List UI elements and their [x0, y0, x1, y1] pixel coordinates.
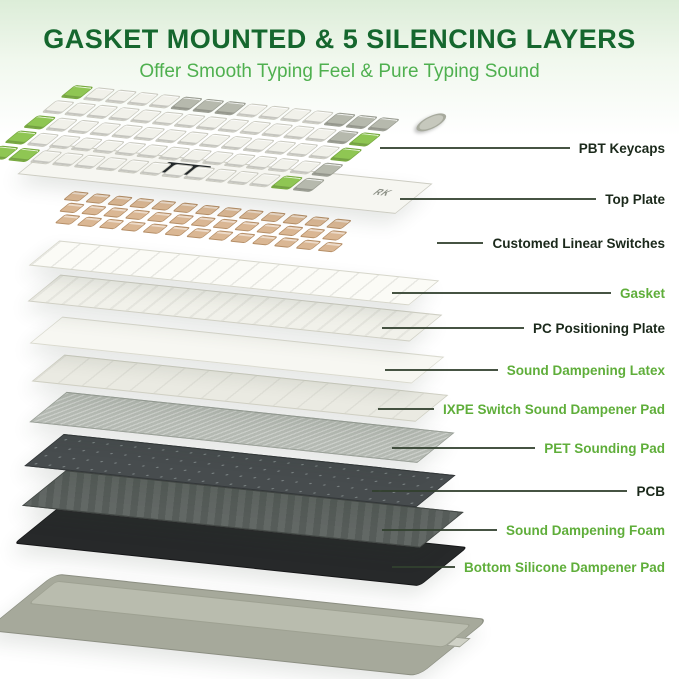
- label-row-silicone: Bottom Silicone Dampener Pad: [392, 558, 665, 576]
- layer-label: Top Plate: [605, 191, 665, 207]
- leader-line: [392, 447, 536, 449]
- label-row-latex: Sound Dampening Latex: [385, 361, 665, 379]
- layer-label: Gasket: [619, 285, 665, 301]
- label-row-pcb: PCB: [372, 482, 665, 500]
- label-row-gasket: Gasket: [392, 284, 665, 302]
- layer-label: PBT Keycaps: [578, 140, 665, 156]
- layer-label: PCB: [636, 483, 665, 499]
- label-row-keycaps: PBT Keycaps: [380, 139, 665, 157]
- leader-line: [372, 490, 628, 492]
- leader-line: [385, 369, 498, 371]
- layer-label: PC Positioning Plate: [532, 320, 665, 336]
- leader-line: [382, 529, 497, 531]
- leader-line: [378, 408, 434, 410]
- layer-label: Bottom Silicone Dampener Pad: [463, 559, 665, 575]
- layer-label: PET Sounding Pad: [544, 440, 665, 456]
- label-row-pet: PET Sounding Pad: [392, 439, 665, 457]
- label-row-ixpe: IXPE Switch Sound Dampener Pad: [378, 400, 665, 418]
- layer-label: Customed Linear Switches: [492, 235, 665, 251]
- page-subtitle: Offer Smooth Typing Feel & Pure Typing S…: [139, 61, 540, 82]
- header: GASKET MOUNTED & 5 SILENCING LAYERS Offe…: [0, 24, 679, 83]
- leader-line: [437, 242, 484, 244]
- layer-label: IXPE Switch Sound Dampener Pad: [442, 401, 665, 417]
- page-title: GASKET MOUNTED & 5 SILENCING LAYERS: [43, 24, 636, 54]
- leader-line: [392, 292, 611, 294]
- leader-line: [392, 566, 455, 568]
- leader-line: [400, 198, 597, 200]
- label-row-switches: Customed Linear Switches: [437, 234, 665, 252]
- layer-label: Sound Dampening Foam: [505, 522, 665, 538]
- leader-line: [382, 327, 524, 329]
- label-row-topplate: Top Plate: [400, 190, 665, 208]
- label-row-foam: Sound Dampening Foam: [382, 521, 665, 539]
- leader-line: [380, 147, 570, 149]
- label-row-pcplate: PC Positioning Plate: [382, 319, 665, 337]
- layer-label: Sound Dampening Latex: [506, 362, 665, 378]
